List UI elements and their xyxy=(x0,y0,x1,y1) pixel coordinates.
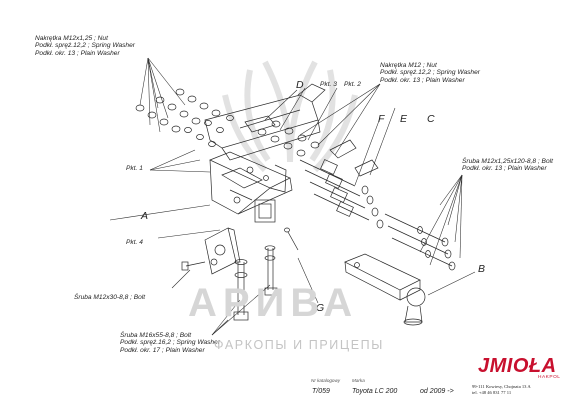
callout-c: C xyxy=(427,113,435,125)
label-bolt-small: Śruba M12x30-8,8 ; Bolt xyxy=(74,294,145,301)
tube-part-a xyxy=(209,151,293,223)
leader-lines xyxy=(109,57,476,336)
brand-value: Toyota LC 200 xyxy=(352,388,398,395)
label-line: Podkł. spręż.12,2 ; Spring Washer xyxy=(35,42,135,50)
crossbar-part-d xyxy=(204,83,326,161)
callout-a: A xyxy=(141,210,149,222)
label-line: Śruba M16x55-8,8 ; Bolt xyxy=(120,332,192,339)
label-line: Nakrętka M12x1,25 ; Nut xyxy=(35,35,108,42)
callout-b: B xyxy=(478,263,486,275)
catalog-label: Nr katalogowy xyxy=(311,378,341,383)
label-line: Podkł. okr. 13 ; Plain Washer xyxy=(35,49,120,57)
label-pkt2: Pkt. 2 xyxy=(344,81,361,88)
callout-e: E xyxy=(400,113,408,125)
label-line: Śruba M12x1,25x120-8,8 ; Bolt xyxy=(462,158,553,165)
catalog-value: T/059 xyxy=(312,388,330,395)
watermark-text: АРИВА xyxy=(188,281,359,325)
label-pkt4: Pkt. 4 xyxy=(126,239,143,246)
label-line: Podkł. okr. 17 ; Plain Washer xyxy=(120,346,205,354)
label-bolt-bottom: Śruba M16x55-8,8 ; Bolt Podkł. spręż.16,… xyxy=(120,332,220,354)
label-line: Podkł. spręż.16,2 ; Spring Washer xyxy=(120,339,220,347)
bolt-row-right xyxy=(384,213,456,271)
small-bolt xyxy=(181,261,206,271)
label-pkt1: Pkt. 1 xyxy=(126,165,143,172)
label-nut-top-left: Nakrętka M12x1,25 ; Nut Podkł. spręż.12,… xyxy=(35,35,135,57)
watermark-subtext: ФАРКОПЫ И ПРИЦЕПЫ xyxy=(214,338,384,352)
label-line: Nakrętka M12 ; Nut xyxy=(380,62,437,69)
label-bolt-right: Śruba M12x1,25x120-8,8 ; Bolt Podkł. okr… xyxy=(462,158,553,173)
tow-ball-part-b xyxy=(344,253,426,326)
nut-cluster-left xyxy=(135,88,234,147)
address-line: 99-111 Kowiesy, Chojnata 13 A xyxy=(472,384,531,389)
label-line: Podkł. okr. 13 ; Plain Washer xyxy=(462,165,547,173)
company-address: 99-111 Kowiesy, Chojnata 13 A tel. +48 4… xyxy=(472,384,531,396)
callout-g: G xyxy=(316,302,325,314)
label-line: Podkł. okr. 13 ; Plain Washer xyxy=(380,76,465,84)
watermark-emblem xyxy=(222,60,358,173)
callout-f: F xyxy=(378,113,385,125)
callout-d: D xyxy=(296,79,304,91)
drawing-lines xyxy=(109,57,476,336)
label-pkt3: Pkt. 3 xyxy=(320,81,337,88)
brand-label: Marka xyxy=(352,378,365,383)
company-logo: JMIOŁA xyxy=(478,355,557,377)
label-line: Podkł. spręż.12,2 ; Spring Washer xyxy=(380,69,480,77)
pin-part-g xyxy=(284,227,299,251)
long-bolts xyxy=(299,139,384,229)
year-value: od 2009 -> xyxy=(420,388,454,395)
bottom-bolts xyxy=(233,245,278,321)
side-bracket xyxy=(204,227,241,275)
company-logo-sub: HAKPOL xyxy=(538,375,561,380)
label-line: Śruba M12x30-8,8 ; Bolt xyxy=(74,294,146,301)
label-nut-top-right: Nakrętka M12 ; Nut Podkł. spręż.12,2 ; S… xyxy=(380,62,480,84)
phone-line: tel. +48 46 831 77 11 xyxy=(472,390,512,395)
